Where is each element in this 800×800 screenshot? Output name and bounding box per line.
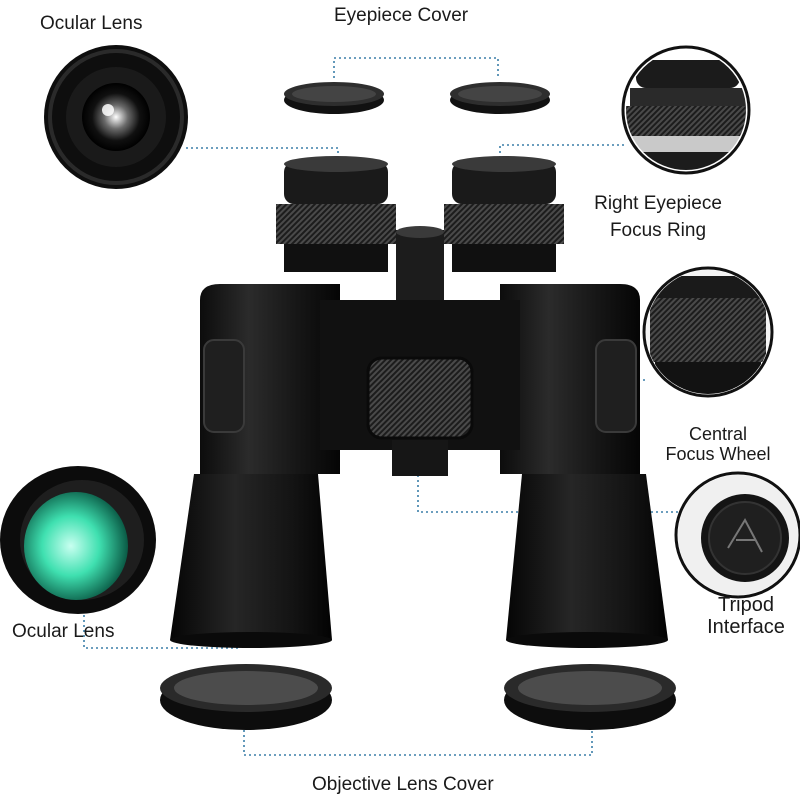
right-eyepiece-focus-ring-label: Right Eyepiece Focus Ring — [586, 192, 730, 242]
right-focus-ring-leader — [499, 144, 624, 248]
eyepiece-cover-leader — [333, 57, 499, 78]
objective-cover-leader — [243, 725, 593, 756]
tripod-line1: Tripod — [718, 594, 774, 616]
central-focus-line1: Central — [688, 424, 748, 444]
objective-cover-right — [504, 664, 676, 730]
tripod-line2: Interface — [707, 616, 785, 638]
central-focus-wheel-label: Central Focus Wheel — [656, 424, 780, 464]
right-eyepiece — [444, 156, 564, 272]
objective-lens-cover-label: Objective Lens Cover — [312, 774, 494, 795]
central-focus-line2: Focus Wheel — [665, 444, 771, 464]
focus-wheel — [366, 356, 474, 440]
objective-cover-left — [160, 664, 332, 730]
focus-wheel-closeup — [642, 266, 774, 398]
ocular-lens-leader — [186, 147, 339, 180]
ocular-lens-bottom-leader — [83, 500, 240, 649]
ocular-lens-top-label: Ocular Lens — [40, 13, 143, 34]
ocular-lens-bottom-label: Ocular Lens — [12, 621, 115, 642]
eyepiece-cover-label: Eyepiece Cover — [334, 5, 469, 26]
coated-lens-closeup — [0, 466, 156, 614]
right-eyepiece-line2: Focus Ring — [609, 220, 707, 241]
eyepiece-cover-right — [450, 82, 550, 114]
right-eyepiece-line1: Right Eyepiece — [594, 193, 722, 214]
ocular-lens-closeup — [44, 45, 188, 189]
right-objective-barrel — [506, 474, 668, 648]
focus-ring-closeup — [621, 45, 751, 175]
left-objective-barrel — [170, 474, 332, 648]
tripod-interface-label: Tripod Interface — [696, 594, 796, 638]
binocular — [170, 156, 668, 648]
left-eyepiece — [276, 156, 396, 272]
eyepiece-cover-left — [284, 82, 384, 114]
tripod-interface-closeup — [674, 471, 800, 599]
